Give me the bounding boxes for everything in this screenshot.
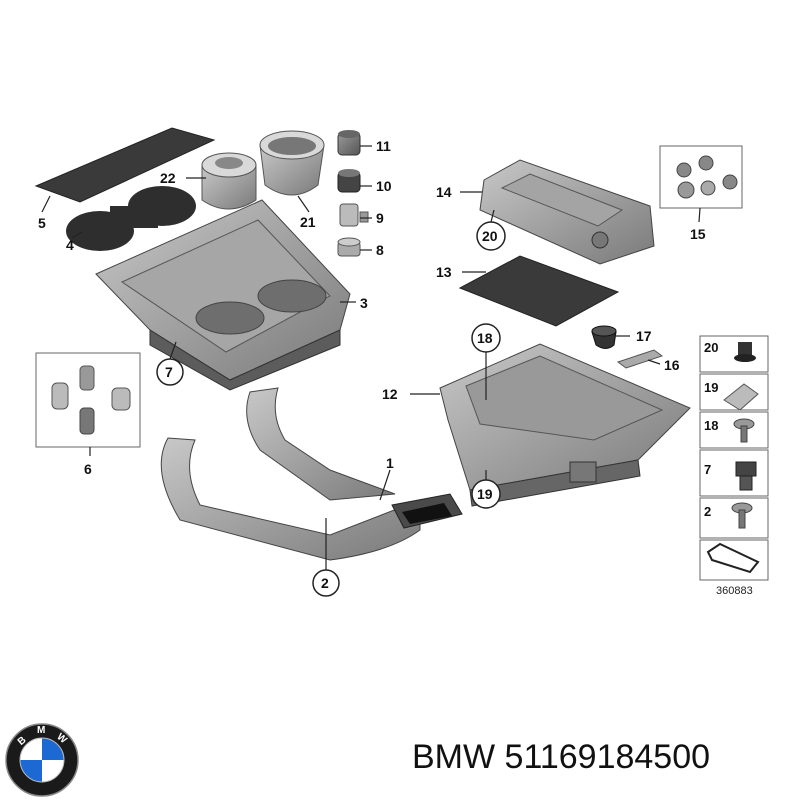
legend-item-7: 7	[704, 462, 711, 477]
part-15-frame	[659, 145, 743, 209]
part-number: 51169184500	[504, 738, 711, 776]
callout-2: 2	[321, 575, 329, 591]
screw-2-icon	[731, 502, 753, 529]
clip-9	[339, 203, 369, 227]
tray-14	[479, 159, 655, 265]
mat-5	[34, 127, 216, 203]
mat-4	[66, 186, 196, 251]
logo-letter-m: M	[37, 725, 45, 736]
callout-19: 19	[477, 486, 493, 502]
arrow-symbol-icon	[706, 542, 760, 574]
callout-14: 14	[436, 184, 452, 200]
ring-8	[337, 237, 361, 257]
bmw-logo-icon: B M W	[5, 723, 79, 797]
callout-3: 3	[360, 295, 368, 311]
callout-12: 12	[382, 386, 398, 402]
callout-15: 15	[690, 226, 706, 242]
callout-20-circle	[476, 221, 506, 251]
callout-21: 21	[300, 214, 316, 230]
brand-name: BMW	[412, 738, 496, 776]
reference-code: 360883	[716, 585, 753, 597]
legend-item-18: 18	[704, 418, 718, 433]
callout-1: 1	[386, 455, 394, 471]
callout-5: 5	[38, 215, 46, 231]
callout-18-circle	[471, 323, 501, 353]
callout-22: 22	[160, 170, 176, 186]
air-duct-1	[160, 387, 463, 561]
fastener-legend: 20 19 18 7 2 360883	[699, 335, 769, 597]
callout-6: 6	[84, 461, 92, 477]
strip-16	[616, 349, 664, 369]
callout-18: 18	[477, 330, 493, 346]
legend-item-19: 19	[704, 380, 718, 395]
legend-item-2: 2	[704, 504, 711, 519]
cup-holder-21	[259, 130, 325, 196]
callout-2-circle	[312, 569, 340, 597]
callout-13: 13	[436, 264, 452, 280]
cup-insert-22	[201, 152, 257, 210]
callout-8: 8	[376, 242, 384, 258]
callout-9: 9	[376, 210, 384, 226]
grommet-17	[591, 325, 617, 349]
console-tray-3	[95, 199, 351, 391]
clip-nut-icon	[723, 383, 759, 411]
legend-item-20: 20	[704, 340, 718, 355]
screw-18-icon	[733, 418, 755, 443]
callout-16: 16	[664, 357, 680, 373]
bumper-icon	[734, 342, 756, 362]
callout-11: 11	[376, 138, 391, 154]
socket-10	[337, 169, 361, 193]
callout-17: 17	[636, 328, 652, 344]
callouts: 5 4 22 21 11 10 9 8 3 7 6 1 2 14 20 15 1…	[38, 138, 706, 597]
expansion-clip-icon	[735, 461, 757, 491]
storage-box-12	[439, 343, 691, 507]
mat-13	[458, 255, 620, 327]
callout-19-circle	[471, 479, 501, 509]
callout-10: 10	[376, 178, 392, 194]
part-6-frame	[35, 352, 141, 448]
callout-20: 20	[482, 228, 498, 244]
part-caption: BMW 51169184500	[412, 738, 710, 777]
socket-11	[337, 130, 361, 156]
callout-7: 7	[165, 364, 173, 380]
callout-4: 4	[66, 237, 74, 253]
callout-7-circle	[156, 358, 184, 386]
